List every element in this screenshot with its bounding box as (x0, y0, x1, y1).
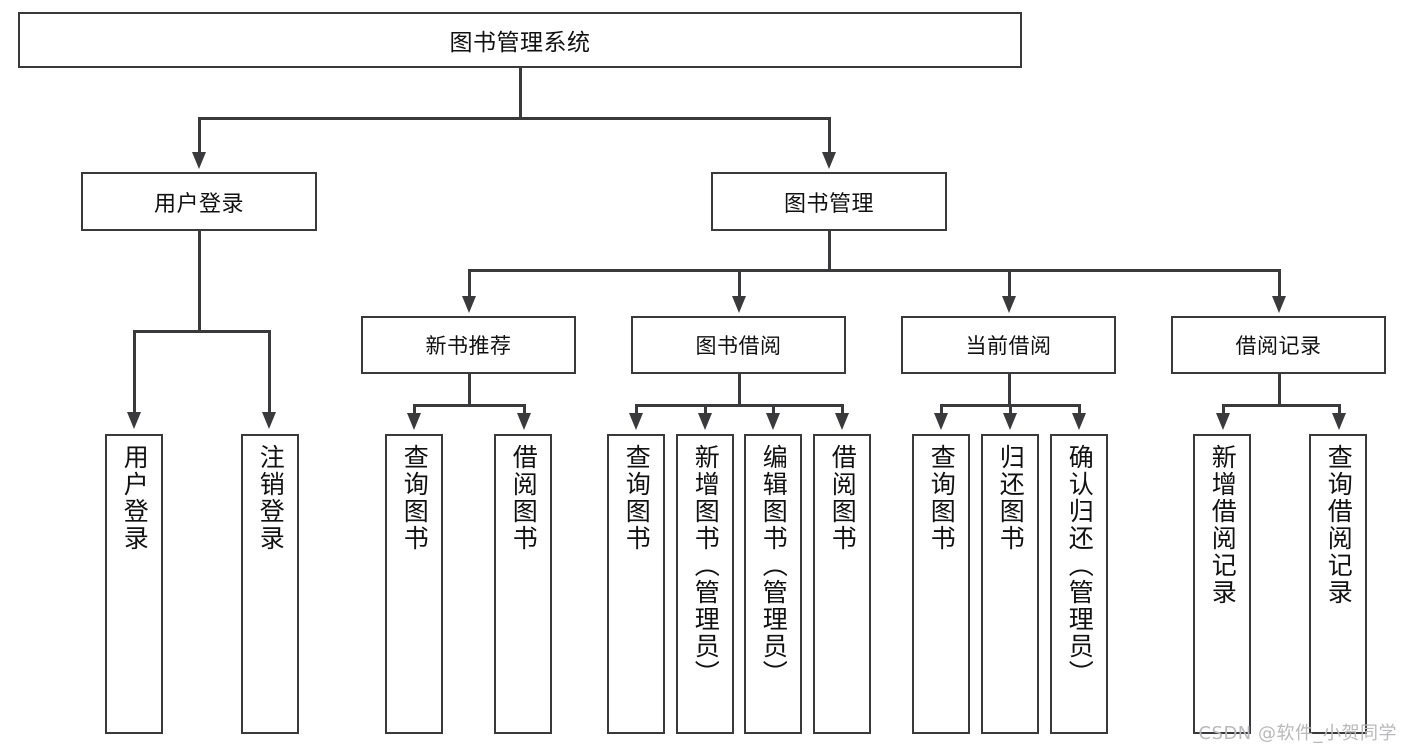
node-label: 当前借阅 (965, 334, 1052, 358)
connector-book-mgmt-to-current (1008, 269, 1011, 299)
node-label: 新增借阅记录 (1208, 444, 1238, 606)
connector-new-book-to-leaf-1 (413, 404, 416, 416)
node-label: 查询图书 (400, 444, 430, 552)
node-label: 查询借阅记录 (1324, 444, 1354, 606)
connector-root-to-user-login (198, 117, 201, 155)
connector-borrow-records-distributor (1222, 404, 1340, 407)
node-borrow-records[interactable]: 借阅记录 (1171, 316, 1386, 374)
connector-book-mgmt-stem (828, 231, 831, 271)
leaf-user-login-logout[interactable]: 注销登录 (241, 434, 299, 734)
arrow-current-borrow-to-leaf-1 (934, 413, 948, 430)
connector-book-mgmt-distributor (468, 269, 1278, 272)
connector-book-borrow-stem (738, 374, 741, 406)
leaf-book-borrow-edit[interactable]: 编辑图书（管理员） (744, 434, 802, 734)
node-user-login[interactable]: 用户登录 (81, 172, 317, 231)
node-label: 图书管理 (783, 191, 874, 217)
node-label: 确认归还（管理员） (1065, 444, 1095, 687)
connector-book-mgmt-to-records (1278, 269, 1281, 299)
arrow-book-borrow-to-leaf-4 (835, 413, 849, 430)
node-label: 查询图书 (927, 444, 957, 552)
node-label: 用户登录 (120, 444, 150, 552)
node-label: 图书管理系统 (449, 30, 591, 56)
node-label: 新书推荐 (425, 334, 512, 358)
node-label: 注销登录 (256, 444, 286, 552)
connector-borrow-records-stem (1278, 374, 1281, 406)
arrow-book-mgmt-to-records (1272, 296, 1286, 313)
connector-new-book-stem (468, 374, 471, 406)
arrow-book-mgmt-to-current (1002, 296, 1016, 313)
leaf-new-book-query[interactable]: 查询图书 (385, 434, 443, 734)
connector-book-borrow-to-leaf-4 (841, 404, 844, 416)
connector-new-book-to-leaf-2 (523, 404, 526, 416)
connector-borrow-records-to-leaf-1 (1222, 404, 1225, 416)
arrow-new-book-to-leaf-2 (517, 413, 531, 430)
connector-current-borrow-to-leaf-2 (1009, 404, 1012, 416)
connector-book-borrow-to-leaf-2 (704, 404, 707, 416)
connector-root-stem (519, 68, 522, 118)
arrow-current-borrow-to-leaf-2 (1003, 413, 1017, 430)
leaf-book-borrow-add[interactable]: 新增图书（管理员） (676, 434, 734, 734)
leaf-current-borrow-query[interactable]: 查询图书 (912, 434, 970, 734)
arrow-user-login-to-leaf-2 (262, 412, 276, 429)
connector-book-borrow-to-leaf-1 (635, 404, 638, 416)
connector-current-borrow-to-leaf-1 (940, 404, 943, 416)
node-label: 编辑图书（管理员） (759, 444, 789, 687)
arrow-user-login-to-leaf-1 (127, 412, 141, 429)
node-label: 查询图书 (622, 444, 652, 552)
connector-borrow-records-to-leaf-2 (1338, 404, 1341, 416)
leaf-book-borrow-query[interactable]: 查询图书 (607, 434, 665, 734)
leaf-current-borrow-return[interactable]: 归还图书 (981, 434, 1039, 734)
node-label: 用户登录 (153, 191, 244, 217)
connector-user-login-distributor (133, 330, 268, 333)
arrow-book-borrow-to-leaf-2 (698, 413, 712, 430)
leaf-new-book-borrow[interactable]: 借阅图书 (494, 434, 552, 734)
node-label: 归还图书 (996, 444, 1026, 552)
node-book-borrow[interactable]: 图书借阅 (631, 316, 846, 374)
arrow-root-to-book-mgmt (822, 152, 836, 169)
arrow-book-mgmt-to-new-book (462, 296, 476, 313)
node-book-management[interactable]: 图书管理 (711, 172, 947, 231)
connector-user-login-to-leaf-2 (268, 330, 271, 415)
arrow-current-borrow-to-leaf-3 (1072, 413, 1086, 430)
node-root-library-system[interactable]: 图书管理系统 (18, 12, 1022, 68)
node-label: 新增图书（管理员） (691, 444, 721, 687)
leaf-current-borrow-confirm-return[interactable]: 确认归还（管理员） (1050, 434, 1108, 734)
connector-user-login-stem (198, 231, 201, 331)
arrow-book-mgmt-to-borrow (732, 296, 746, 313)
node-label: 借阅图书 (509, 444, 539, 552)
connector-book-mgmt-to-borrow (738, 269, 741, 299)
arrow-root-to-user-login (192, 152, 206, 169)
node-label: 借阅记录 (1235, 334, 1322, 358)
connector-current-borrow-to-leaf-3 (1078, 404, 1081, 416)
node-new-book-recommend[interactable]: 新书推荐 (361, 316, 576, 374)
connector-current-borrow-stem (1008, 374, 1011, 406)
leaf-borrow-records-add[interactable]: 新增借阅记录 (1193, 434, 1251, 734)
leaf-user-login-login[interactable]: 用户登录 (105, 434, 163, 734)
connector-new-book-distributor (413, 404, 523, 407)
connector-user-login-to-leaf-1 (133, 330, 136, 415)
node-current-borrow[interactable]: 当前借阅 (901, 316, 1116, 374)
leaf-book-borrow-borrow[interactable]: 借阅图书 (813, 434, 871, 734)
arrow-book-borrow-to-leaf-1 (629, 413, 643, 430)
connector-book-mgmt-to-new-book (468, 269, 471, 299)
connector-root-to-book-mgmt (828, 117, 831, 155)
arrow-borrow-records-to-leaf-2 (1332, 413, 1346, 430)
connector-root-distributor (198, 117, 831, 120)
arrow-borrow-records-to-leaf-1 (1216, 413, 1230, 430)
watermark-text: CSDN @软件_小贺同学 (1198, 723, 1397, 744)
node-label: 借阅图书 (828, 444, 858, 552)
arrow-book-borrow-to-leaf-3 (766, 413, 780, 430)
arrow-new-book-to-leaf-1 (407, 413, 421, 430)
node-label: 图书借阅 (695, 334, 782, 358)
connector-book-borrow-to-leaf-3 (772, 404, 775, 416)
leaf-borrow-records-query[interactable]: 查询借阅记录 (1309, 434, 1367, 734)
connector-book-borrow-distributor (635, 404, 842, 407)
